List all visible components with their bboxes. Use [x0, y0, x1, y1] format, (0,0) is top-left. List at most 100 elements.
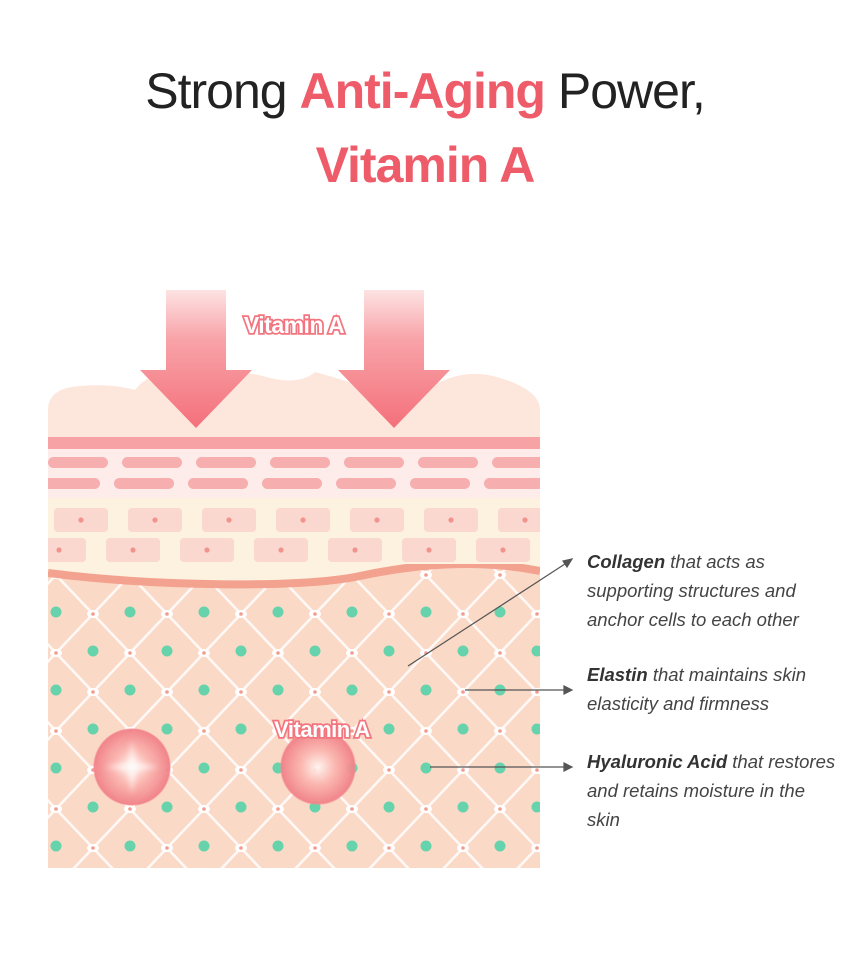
corneum-cell: [196, 457, 256, 468]
collagen-dot: [50, 762, 62, 774]
dermis-layer: [48, 560, 540, 868]
corneum-cell: [558, 478, 618, 489]
spinous-cell-nucleus: [448, 517, 454, 523]
spinous-cell-nucleus: [152, 517, 158, 523]
corneum-cell: [410, 478, 470, 489]
spinous-cell-nucleus: [596, 517, 601, 522]
collagen-dot: [50, 684, 62, 696]
granular-layer: [48, 448, 540, 498]
collagen-dot: [235, 801, 247, 813]
corneum-cell: [262, 478, 322, 489]
corneum-cell: [188, 478, 248, 489]
spinous-cell-nucleus: [500, 547, 506, 553]
corneum-cells: [48, 457, 626, 489]
collagen-dot: [87, 723, 99, 735]
corneum-cell: [122, 457, 182, 468]
corneum-cell: [48, 457, 108, 468]
spinous-cell-nucleus: [574, 547, 579, 552]
vitamin-a-arrows: [140, 290, 450, 428]
corneum-cell: [418, 457, 478, 468]
leader-collagen-arrowhead: [562, 558, 574, 569]
title-accent-vitamin-a: Vitamin A: [315, 137, 536, 193]
collagen-dot: [272, 606, 284, 618]
vitamin-a-sphere-right-rim: [280, 729, 356, 805]
spinous-cell-nucleus: [374, 517, 380, 523]
collagen-dot: [198, 606, 210, 618]
spinous-cell-nucleus: [278, 547, 284, 553]
annotation-elastin-desc: that maintains skin elasticity and firmn…: [587, 664, 807, 714]
collagen-dot: [235, 645, 247, 657]
skin-cross-section: [48, 372, 626, 868]
corneum-cell: [484, 478, 540, 489]
title-word-strong: Strong: [145, 63, 287, 119]
collagen-dot: [87, 801, 99, 813]
corneum-cell: [270, 457, 330, 468]
spinous-cell-nucleus: [204, 547, 210, 553]
collagen-dot: [87, 645, 99, 657]
spinous-cell-nucleus: [226, 517, 232, 523]
collagen-dot: [309, 645, 321, 657]
spinous-cell-nucleus: [426, 547, 432, 553]
annotation-leader-lines: [407, 558, 574, 772]
collagen-dot: [420, 684, 432, 696]
stratum-corneum-band: [48, 437, 540, 449]
collagen-dot: [531, 645, 540, 657]
collagen-dot: [420, 762, 432, 774]
leader-elastin-arrowhead: [563, 685, 574, 695]
annotation-collagen-desc: that acts as supporting structures and a…: [587, 551, 799, 630]
collagen-dot: [494, 606, 506, 618]
annotation-hyaluronic-desc: that restores and retains moisture in th…: [587, 751, 836, 830]
annotation-hyaluronic-term: Hyaluronic Acid: [587, 751, 728, 772]
collagen-dot: [198, 684, 210, 696]
collagen-dot: [457, 723, 469, 735]
spinous-cells: [48, 508, 601, 562]
leader-hyaluronic-arrowhead: [563, 762, 574, 772]
vitamin-a-spheres: [93, 728, 356, 806]
spinous-cell-nucleus: [522, 517, 528, 523]
corneum-cell: [48, 478, 100, 489]
collagen-dot: [346, 840, 358, 852]
inner-vitamin-a-label: Vitamin A: [274, 717, 370, 742]
annotation-collagen: Collagen that acts as supporting structu…: [587, 547, 837, 634]
collagen-dot: [346, 606, 358, 618]
collagen-dot: [494, 840, 506, 852]
skin-surface: [48, 372, 540, 437]
leader-collagen: [407, 561, 569, 667]
corneum-cell: [492, 457, 540, 468]
collagen-dot: [50, 606, 62, 618]
collagen-dot: [457, 645, 469, 657]
collagen-dot: [383, 801, 395, 813]
collagen-dot: [161, 801, 173, 813]
annotation-elastin: Elastin that maintains skin elasticity a…: [587, 660, 837, 718]
collagen-dot: [124, 606, 136, 618]
spinous-cell-nucleus: [78, 517, 84, 523]
spinous-cell: [48, 538, 86, 562]
collagen-dot: [235, 723, 247, 735]
dermal-junction-line: [48, 560, 540, 589]
annotation-hyaluronic-acid: Hyaluronic Acid that restores and retain…: [587, 747, 837, 834]
spinous-cell-nucleus: [130, 547, 136, 553]
title-accent-anti-aging: Anti-Aging: [299, 63, 546, 119]
title-word-power: Power,: [557, 63, 706, 119]
collagen-dot: [124, 840, 136, 852]
collagen-dot: [383, 645, 395, 657]
collagen-dot: [50, 840, 62, 852]
collagen-dot: [346, 684, 358, 696]
spinous-cell: [498, 508, 540, 532]
spinous-cell-nucleus: [352, 547, 358, 553]
collagen-dot: [531, 723, 540, 735]
corneum-cell: [566, 457, 626, 468]
collagen-dot: [198, 840, 210, 852]
spinous-cell-nucleus: [300, 517, 306, 523]
corneum-cell: [114, 478, 174, 489]
collagen-dot: [161, 723, 173, 735]
page-title-line2: Vitamin A: [0, 136, 850, 194]
collagen-dot: [494, 762, 506, 774]
page-title-line1: Strong Anti-Aging Power,: [0, 62, 850, 120]
corneum-cell: [344, 457, 404, 468]
spinous-cell-nucleus: [56, 547, 62, 553]
collagen-dot: [272, 684, 284, 696]
annotation-elastin-term: Elastin: [587, 664, 648, 685]
collagen-dot: [531, 801, 540, 813]
